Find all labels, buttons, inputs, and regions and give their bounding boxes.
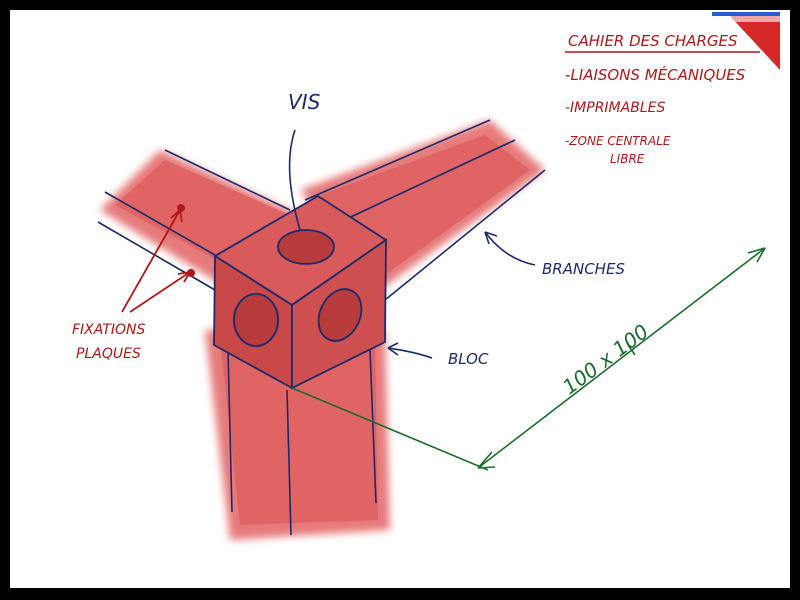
corner-flag-icon (700, 12, 780, 70)
notes-item: -IMPRIMABLES (565, 100, 666, 116)
vis-pointer-line (288, 129, 301, 231)
brand-logo: EXANUMERIC (638, 566, 776, 587)
notes-item: LIBRE (610, 152, 645, 166)
notes-item: -ZONE CENTRALE (565, 134, 671, 148)
branches-pointer-line (484, 231, 536, 266)
plaques-label: PLAQUES (76, 346, 141, 362)
bloc-pointer-line (387, 347, 433, 359)
bloc-label: BLOC (448, 350, 489, 368)
dimension-line (291, 247, 766, 471)
vis-label: VIS (288, 90, 321, 114)
fixations-label: FIXATIONS (72, 322, 146, 338)
branch-rails (97, 119, 546, 536)
branches-label: BRANCHES (542, 260, 625, 278)
notes-title: CAHIER DES CHARGES (568, 32, 738, 50)
sketch-diagram (97, 12, 780, 540)
drawing-canvas: CAHIER DES CHARGES -LIAISONS MÉCANIQUES … (10, 10, 790, 588)
fixations-arrows (121, 209, 191, 313)
notes-item: -LIAISONS MÉCANIQUES (565, 66, 746, 84)
